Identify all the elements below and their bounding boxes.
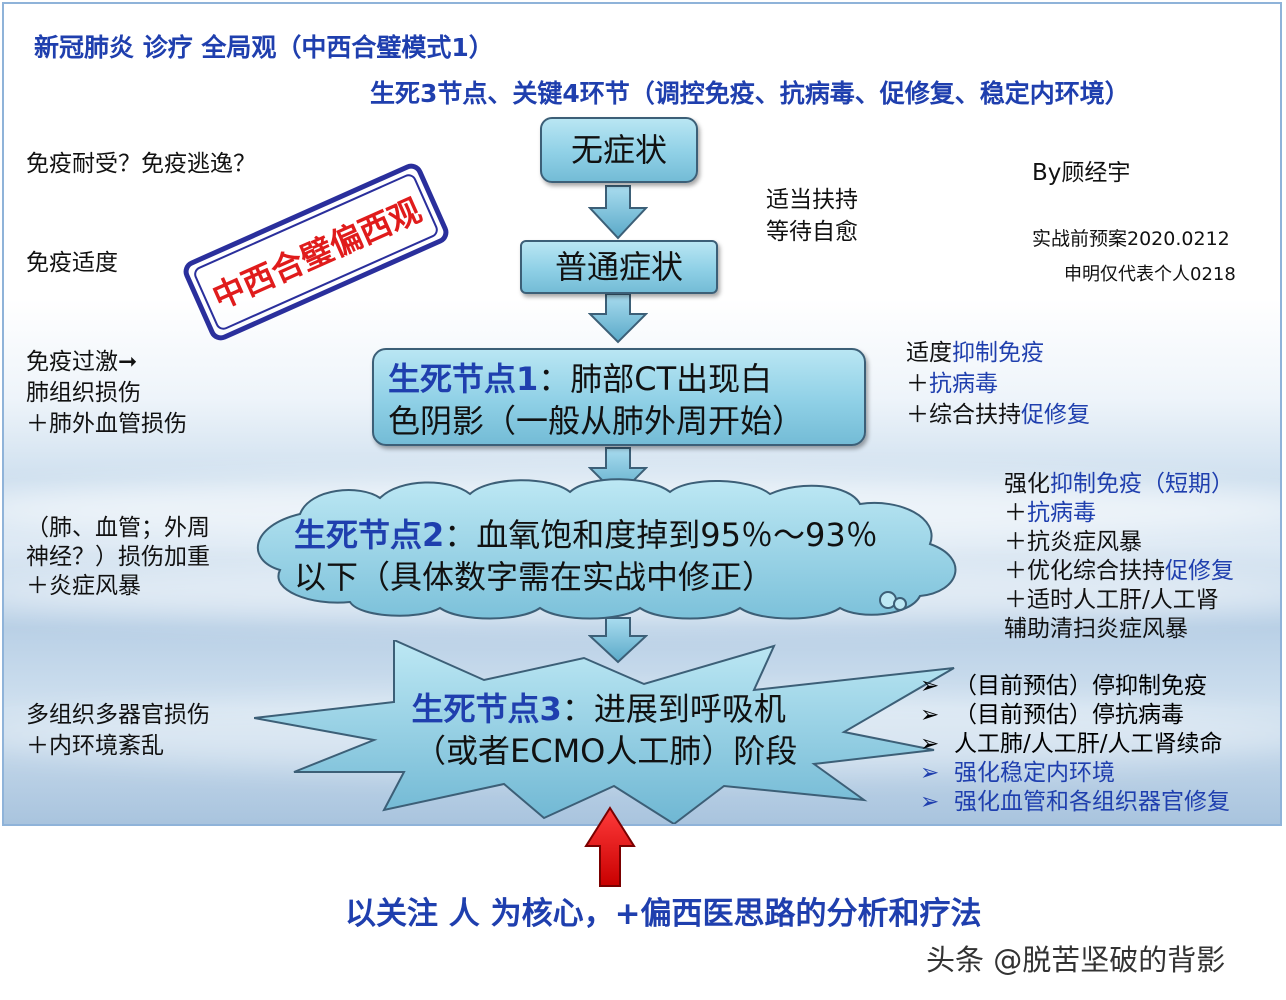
note-line: ＋抗炎症风暴 xyxy=(1004,529,1142,555)
list-text: 人工肺/人工肝/人工肾续命 xyxy=(954,731,1223,757)
arrow-bullet-icon: ➢ xyxy=(920,789,940,815)
arrow-bullet-icon: ➢ xyxy=(920,702,940,728)
note-multi-organ: 多组织多器官损伤 ＋内环境紊乱 xyxy=(26,700,210,762)
date-note: 实战前预案2020.0212 xyxy=(1032,228,1230,250)
disclaimer-note: 申明仅代表个人0218 xyxy=(1064,264,1236,285)
list-item: ➢ 强化血管和各组织器官修复 xyxy=(920,788,1230,817)
list-text: 强化血管和各组织器官修复 xyxy=(954,789,1230,815)
slide-canvas: 新冠肺炎 诊疗 全局观（中西合璧模式1） 生死3节点、关键4环节（调控免疫、抗病… xyxy=(2,2,1282,826)
note-line: 等待自愈 xyxy=(766,219,858,245)
down-arrow-icon xyxy=(588,617,648,664)
note-node2-treatment: 强化抑制免疫（短期） ＋抗病毒 ＋抗炎症风暴 ＋优化综合扶持促修复 ＋适时人工肝… xyxy=(1004,470,1234,644)
node-text: （或者ECMO人工肺）阶段 xyxy=(414,732,798,770)
note-line: 适当扶持 xyxy=(766,187,858,213)
note-wait: 适当扶持 等待自愈 xyxy=(766,184,858,248)
note-highlight: 抗病毒 xyxy=(1027,500,1096,526)
stamp-seal: 中西合璧偏西观 xyxy=(179,159,453,345)
list-item: ➢ （目前预估）停抑制免疫 xyxy=(920,672,1207,701)
node-label: 无症状 xyxy=(570,131,667,169)
note-highlight: 抗病毒 xyxy=(929,371,998,397)
note-line: （肺、血管；外周 xyxy=(26,515,210,541)
arrow-bullet-icon: ➢ xyxy=(920,731,940,757)
list-text: （目前预估）停抗病毒 xyxy=(954,702,1184,728)
node-critical-3: 生死节点3：进展到呼吸机 （或者ECMO人工肺）阶段 xyxy=(400,688,798,772)
node-critical-2: 生死节点2：血氧饱和度掉到95％～93％ 以下（具体数字需在实战中修正） xyxy=(294,514,878,598)
note-highlight: 抑制免疫（短期） xyxy=(1050,471,1234,497)
arrow-bullet-icon: ➢ xyxy=(920,673,940,699)
note-line: 强化抑制免疫（短期） xyxy=(1004,470,1234,499)
list-item: ➢ 强化稳定内环境 xyxy=(920,759,1115,788)
stamp-text: 中西合璧偏西观 xyxy=(191,171,441,333)
node-line: 生死节点3：进展到呼吸机 xyxy=(400,688,797,730)
note-line: ＋抗病毒 xyxy=(1004,499,1234,528)
note-text: ＋ xyxy=(1004,500,1027,526)
up-arrow-icon xyxy=(584,806,636,887)
burst-shape xyxy=(254,640,955,824)
node-label: 普通症状 xyxy=(554,248,683,286)
note-line: 肺组织损伤 xyxy=(26,380,141,406)
note-line: ＋抗病毒 xyxy=(906,369,1090,400)
node-critical-1: 生死节点1：肺部CT出现白 色阴影（一般从肺外周开始） xyxy=(372,348,866,446)
note-text: 适度 xyxy=(906,340,952,366)
note-line: ＋内环境紊乱 xyxy=(26,733,164,759)
list-text: （目前预估）停抑制免疫 xyxy=(954,673,1207,699)
note-line: 多组织多器官损伤 xyxy=(26,702,210,728)
note-line: ＋优化综合扶持促修复 xyxy=(1004,557,1234,586)
list-item: ➢ （目前预估）停抗病毒 xyxy=(920,701,1184,730)
note-highlight: 抑制免疫 xyxy=(952,340,1044,366)
arrow-bullet-icon: ➢ xyxy=(920,760,940,786)
list-item: ➢ 人工肺/人工肝/人工肾续命 xyxy=(920,730,1223,759)
node-common-symptoms: 普通症状 xyxy=(520,240,718,294)
note-node1-treatment: 适度抑制免疫 ＋抗病毒 ＋综合扶持促修复 xyxy=(906,338,1090,431)
cloud-shape xyxy=(256,478,957,620)
note-text: 强化 xyxy=(1004,471,1050,497)
note-line: 免疫过激➞ xyxy=(26,349,138,375)
down-arrow-icon xyxy=(588,185,648,240)
list-text: 强化稳定内环境 xyxy=(954,760,1115,786)
down-arrow-icon xyxy=(588,293,648,344)
note-text: ＋ xyxy=(906,371,929,397)
node-critical-label: 生死节点2 xyxy=(294,516,445,554)
note-line: 辅助清扫炎症风暴 xyxy=(1004,616,1188,642)
note-highlight: 促修复 xyxy=(1021,402,1090,428)
note-line: ＋综合扶持促修复 xyxy=(906,400,1090,431)
note-text: ＋优化综合扶持 xyxy=(1004,558,1165,584)
note-immune-tolerance: 免疫耐受？免疫逃逸？ xyxy=(26,151,256,177)
node-asymptomatic: 无症状 xyxy=(540,117,698,183)
note-highlight: 促修复 xyxy=(1165,558,1234,584)
note-line: ＋肺外血管损伤 xyxy=(26,411,187,437)
note-immune-moderate: 免疫适度 xyxy=(26,250,118,276)
watermark-text: 头条 @脱苦坚破的背影 xyxy=(926,943,1226,977)
node-text: 色阴影（一般从肺外周开始） xyxy=(388,402,805,440)
node-text: ：血氧饱和度掉到95％～93％ xyxy=(444,516,878,554)
note-text: ＋综合扶持 xyxy=(906,402,1021,428)
note-line: 神经？）损伤加重 xyxy=(26,544,210,570)
note-line: 适度抑制免疫 xyxy=(906,338,1090,369)
node-critical-label: 生死节点3 xyxy=(411,690,562,728)
author-label: By顾经宇 xyxy=(1032,160,1131,186)
page-subtitle: 生死3节点、关键4环节（调控免疫、抗病毒、促修复、稳定内环境） xyxy=(370,79,1130,108)
node-line: 生死节点1：肺部CT出现白 xyxy=(388,358,864,400)
node-text: ：进展到呼吸机 xyxy=(561,690,786,728)
node-text: 以下（具体数字需在实战中修正） xyxy=(294,558,775,596)
note-line: ＋炎症风暴 xyxy=(26,573,141,599)
node-line: 生死节点2：血氧饱和度掉到95％～93％ xyxy=(294,514,878,556)
node-critical-label: 生死节点1 xyxy=(388,360,539,398)
note-line: ＋适时人工肝/人工肾 xyxy=(1004,587,1219,613)
page-title: 新冠肺炎 诊疗 全局观（中西合璧模式1） xyxy=(34,33,494,62)
note-damage: （肺、血管；外周 神经？）损伤加重 ＋炎症风暴 xyxy=(26,514,210,601)
footer-caption: 以关注 人 为核心，+偏西医思路的分析和疗法 xyxy=(345,896,982,932)
node-text: ：肺部CT出现白 xyxy=(538,360,773,398)
note-immune-excess: 免疫过激➞ 肺组织损伤 ＋肺外血管损伤 xyxy=(26,347,187,440)
